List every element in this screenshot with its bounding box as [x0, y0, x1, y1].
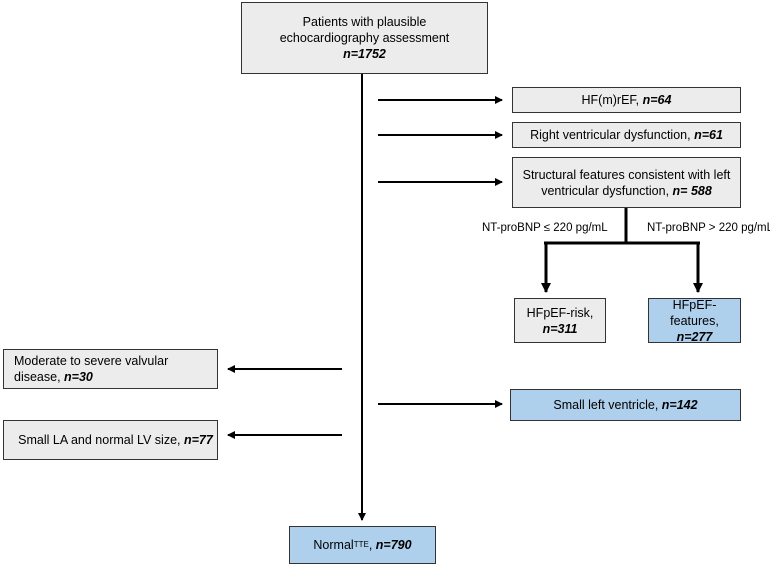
box-right-ventricular-dysfunction: Right ventricular dysfunction, n=61: [512, 122, 741, 148]
condition-low-ntprobnp: NT-proBNP ≤ 220 pg/mL: [482, 222, 608, 234]
condition-high-ntprobnp: NT-proBNP > 220 pg/mL: [647, 222, 770, 234]
box-hfpef-features: HFpEF-features, n=277: [648, 298, 741, 344]
box-structural-features: Structural features consistent with left…: [512, 157, 741, 208]
box-hfmref: HF(m)rEF, n=64: [512, 87, 741, 113]
box-hfpef-risk: HFpEF-risk, n=311: [514, 298, 606, 343]
box-all-patients: Patients with plausible echocardiography…: [241, 2, 488, 74]
box-small-la-normal-lv: Small LA and normal LV size, n=77: [3, 420, 218, 460]
box-small-left-ventricle: Small left ventricle, n=142: [510, 389, 741, 421]
box-valvular-disease: Moderate to severe valvular disease, n=3…: [3, 349, 218, 389]
